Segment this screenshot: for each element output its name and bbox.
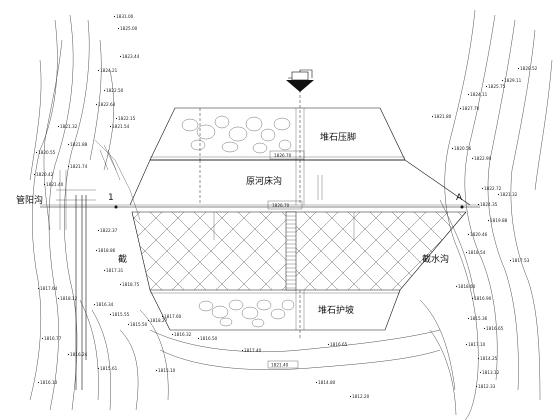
- riverbed-band: 原河床沟: [129, 159, 471, 206]
- elevation-label: 1821.40: [46, 182, 64, 187]
- label-left-section: 管阳沟: [16, 194, 43, 206]
- elevation-label: 1825.75: [488, 84, 506, 89]
- elevation-label: 1828.52: [520, 66, 538, 71]
- elevation-label: 1821.80: [434, 114, 452, 119]
- elevation-label: 1822.90: [474, 156, 492, 161]
- elevation-label: 1816.77: [44, 336, 62, 341]
- boulders-lower: [198, 299, 295, 328]
- elevation-label: 1822.15: [118, 116, 136, 121]
- elevation-label: 1816.10: [40, 380, 58, 385]
- elevation-label: 1817.53: [512, 258, 530, 263]
- elevation-label: 1817.31: [106, 268, 124, 273]
- elevation-label: 1822.50: [106, 88, 124, 93]
- elevation-label: 1818.12: [60, 296, 78, 301]
- mesh-body: [131, 211, 467, 291]
- boulders-upper: [181, 115, 292, 154]
- elevation-label: 1824.21: [100, 68, 118, 73]
- elevation-label: 1827.70: [462, 106, 480, 111]
- elevation-label: 1814.25: [480, 356, 498, 361]
- elevation-label: 1816.65: [486, 326, 504, 331]
- upper-rock-toe: 堆石压脚: [149, 90, 406, 161]
- elevation-label: 1818.54: [468, 250, 486, 255]
- elevation-label: 1821.88: [70, 142, 88, 147]
- elevation-label: 1820.56: [454, 146, 472, 151]
- elevation-label: 1818.86: [98, 248, 116, 253]
- label-drainage-ditch: 截水沟: [422, 253, 449, 265]
- elevation-label: 1815.36: [470, 316, 488, 321]
- main-axis: 1826.70 1 A: [40, 193, 480, 210]
- elevation-label: 1814.80: [318, 380, 336, 385]
- elevation-label: 1812.20: [352, 394, 370, 399]
- station-strip-top: 1826.70: [150, 150, 405, 161]
- flow-direction-arrow: [286, 69, 314, 92]
- elevation-label: 1821.32: [500, 192, 518, 197]
- elevation-label: 1817.40: [244, 348, 262, 353]
- elevation-label: 1818.75: [122, 282, 140, 287]
- lower-rock-slope: 堆石护坡 1821.40: [149, 289, 401, 369]
- elevation-label: 1815.55: [112, 312, 130, 317]
- elevation-label: 1816.65: [330, 342, 348, 347]
- elevation-label: 1817.10: [468, 342, 486, 347]
- elevation-labels-left: 1831.00 1825.00 1823.44 1824.21 1822.50 1822.…: [33, 14, 168, 385]
- elevation-label: 1816.24: [70, 352, 88, 357]
- elevation-label: 1812.33: [478, 384, 496, 389]
- elevation-label: 1815.50: [130, 322, 148, 327]
- elevation-label: 1816.50: [200, 336, 218, 341]
- elevation-labels-bottom: 1817.60 1816.32 1816.50 1815.10 1817.40 1816.…: [155, 314, 370, 399]
- elevation-label: 1817.64: [40, 286, 58, 291]
- elevation-label: 1821.32: [60, 124, 78, 129]
- elevation-label: 1815.10: [158, 368, 176, 373]
- elevation-label: 1821.54: [112, 124, 130, 129]
- elevation-label: 1825.00: [120, 26, 138, 31]
- label-left-note: 截: [118, 253, 127, 265]
- label-axis-letter: A: [456, 193, 463, 203]
- elevation-label: 1818.60: [458, 284, 476, 289]
- elevation-label: 1813.12: [482, 370, 500, 375]
- elevation-label: 1816.34: [96, 302, 114, 307]
- label-rock-toe-upper: 堆石压脚: [320, 132, 356, 143]
- elevation-label: 1816.90: [474, 296, 492, 301]
- station-bottom: 1821.40: [271, 363, 289, 368]
- elevation-label: 1822.64: [98, 102, 116, 107]
- elevation-label: 1824.11: [470, 92, 488, 97]
- label-axis-num: 1: [108, 193, 114, 203]
- label-rock-slope-lower: 堆石护坡: [318, 304, 354, 316]
- elevation-label: 1816.32: [174, 332, 192, 337]
- station-top: 1826.70: [274, 153, 292, 158]
- elevation-label: 1822.72: [484, 186, 502, 191]
- elevation-label: 1829.11: [504, 78, 522, 83]
- elevation-label: 1817.60: [164, 314, 182, 319]
- elevation-label: 1815.61: [100, 366, 118, 371]
- terrain-contours-right: [419, 9, 553, 420]
- elevation-label: 1820.46: [470, 232, 488, 237]
- left-vertical-structure: [56, 139, 141, 390]
- elevation-label: 1831.00: [116, 14, 134, 19]
- elevation-label: 1819.88: [490, 218, 508, 223]
- elevation-label: 1824.35: [480, 202, 498, 207]
- terrain-contours-bottom: [149, 329, 441, 370]
- elevation-label: 1821.74: [70, 164, 88, 169]
- elevation-label: 1823.44: [122, 54, 140, 59]
- label-original-riverbed: 原河床沟: [246, 175, 282, 187]
- elevation-label: 1822.37: [100, 228, 118, 233]
- elevation-label: 1818.27: [150, 318, 168, 323]
- elevation-label: 1820.42: [36, 172, 54, 177]
- terrain-contours-left: [29, 14, 169, 411]
- station-mid: 1826.70: [272, 203, 290, 208]
- elevation-label: 1820.55: [38, 150, 56, 155]
